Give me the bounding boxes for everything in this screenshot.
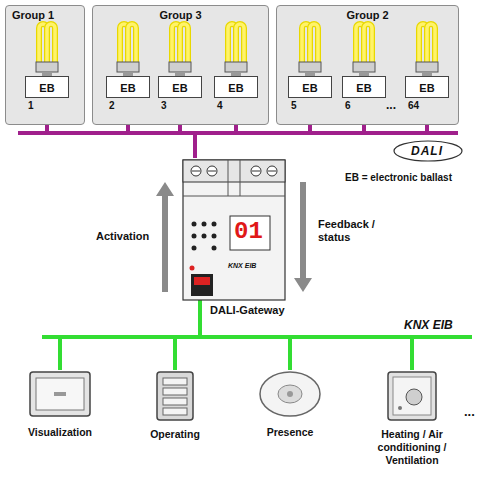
ballast-box: EB [25, 76, 69, 98]
ballast-node: EB5 [288, 76, 332, 112]
callout-number: 6 [342, 98, 386, 112]
display-digits: 01 [234, 218, 263, 245]
feedback-label: Feedback / status [318, 218, 384, 244]
ballast-box: EB [214, 76, 258, 98]
ballast-node: EB4 [214, 76, 258, 112]
knx-device: Heating / Air conditioning / Ventilation [352, 370, 472, 467]
ballast-box: EB [288, 76, 332, 98]
feedback-arrow [294, 182, 312, 292]
lamp [290, 18, 330, 76]
presence-detector-icon [258, 370, 322, 420]
ballast-box: EB [158, 76, 202, 98]
lamp [108, 18, 148, 76]
callout-number: 64 [405, 98, 449, 112]
group-box: Group 1EB1 [5, 5, 85, 125]
activation-arrow [156, 182, 174, 292]
dali-logo-frame [394, 141, 462, 161]
thermostat-icon [386, 370, 438, 422]
dali-logo: DALI [411, 144, 443, 158]
ellipsis: ... [464, 404, 475, 419]
ballast-box: EB [342, 76, 386, 98]
knx-bus-stub [408, 335, 472, 339]
lamp [160, 18, 200, 76]
visualization-icon [28, 370, 92, 420]
lamp [344, 18, 384, 76]
dali-bus-stub [18, 131, 47, 135]
device-logo: KNX EIB [228, 262, 256, 269]
ballast-node: EB64 [405, 76, 449, 112]
ballast-box: EB [405, 76, 449, 98]
knx-logo: KNX EIB [404, 318, 453, 332]
activation-label: Activation [96, 230, 149, 242]
push-button-icon [153, 370, 197, 422]
knx-bus-line [200, 320, 412, 370]
knx-device: Presence [238, 370, 342, 439]
ballast-node: EB2 [106, 76, 150, 112]
device-label: Visualization [8, 426, 112, 439]
group-box: Group 2EB5EB6EB64 [276, 5, 459, 125]
callout-number: 1 [25, 98, 69, 112]
lamp [407, 18, 447, 76]
callout-number: 4 [214, 98, 258, 112]
knx-bus-line [175, 320, 200, 370]
knx-device: Visualization [8, 370, 112, 439]
lamp [27, 18, 67, 76]
device-label: Presence [238, 426, 342, 439]
lamp [216, 18, 256, 76]
device-label: Operating [125, 428, 225, 441]
device-label: Heating / Air conditioning / Ventilation [352, 428, 472, 467]
ellipsis: ... [386, 98, 396, 112]
ballast-node: EB3 [158, 76, 202, 112]
ballast-node: EB1 [25, 76, 69, 112]
callout-number: 2 [106, 98, 150, 112]
note: EB = electronic ballast [345, 172, 452, 183]
dali-bus-stub [425, 131, 458, 135]
group-box: Group 3EB2EB3EB4 [92, 5, 269, 125]
callout-number: 5 [288, 98, 332, 112]
knx-device: Operating [125, 370, 225, 441]
callout-number: 3 [158, 98, 202, 112]
knx-bus-line [200, 320, 290, 370]
ballast-node: EB6 [342, 76, 386, 112]
ballast-box: EB [106, 76, 150, 98]
knx-bus-line [60, 320, 200, 370]
gateway-label: DALI-Gateway [210, 304, 285, 316]
